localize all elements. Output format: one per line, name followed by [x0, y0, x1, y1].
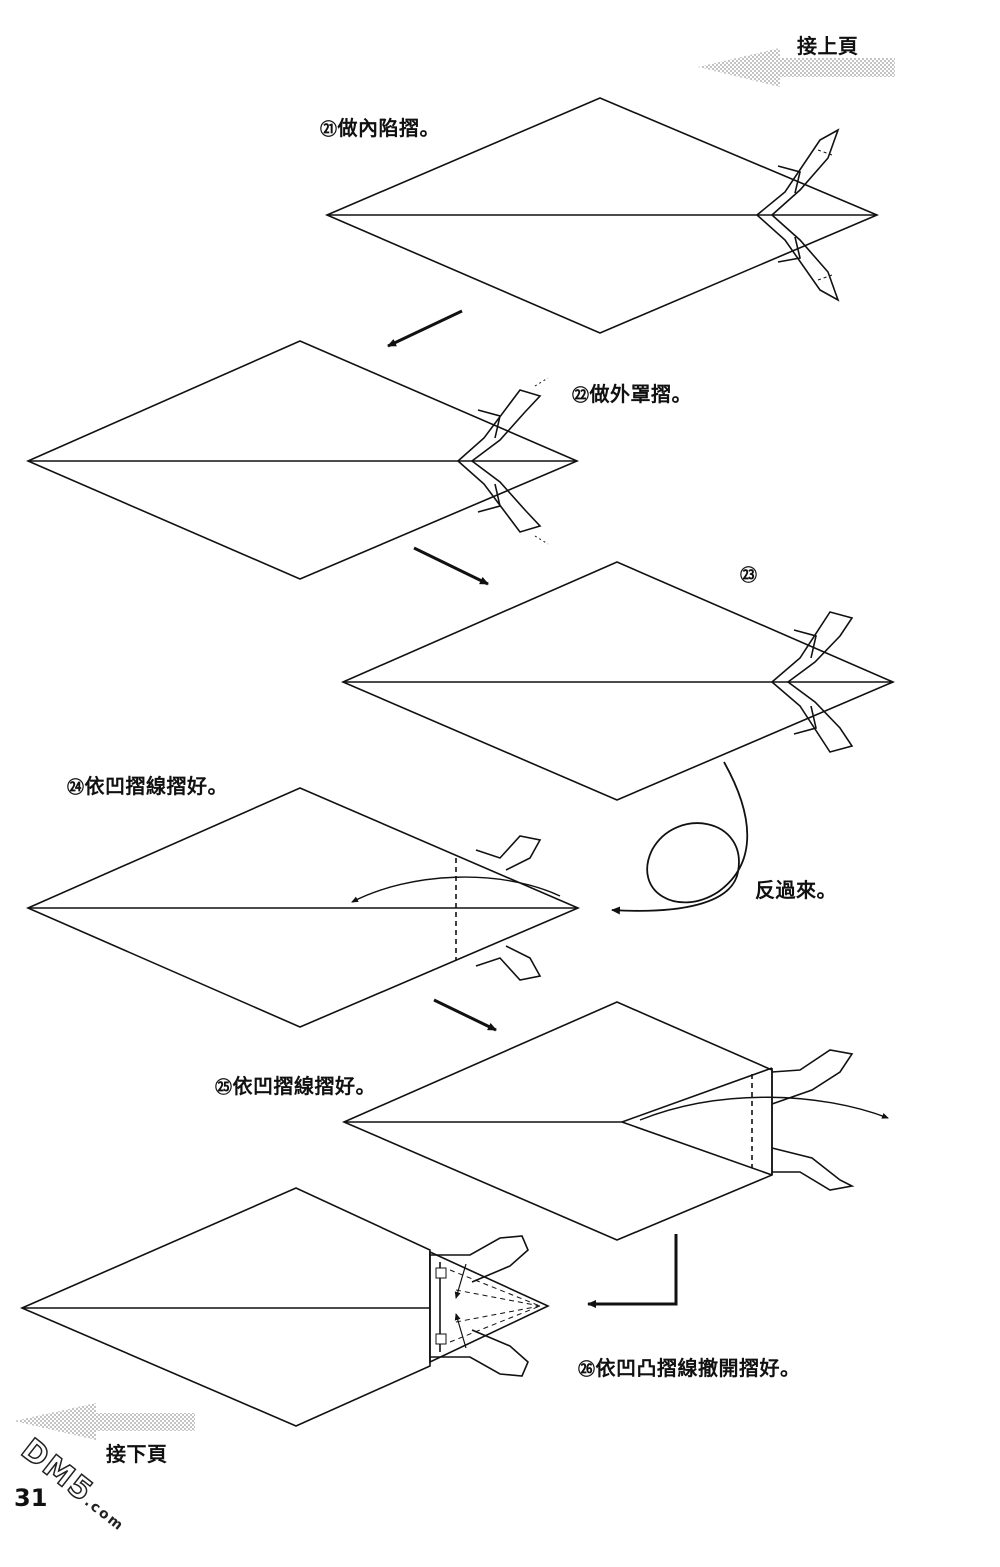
step-25-text: 依凹摺線摺好。 [232, 1074, 376, 1098]
step-26-crease-lines [449, 1269, 541, 1343]
step-21-caption: ㉑做內陷摺。 [320, 112, 440, 141]
turn-over-caption: 反過來。 [755, 878, 837, 902]
step-26-caption: ㉖依凹凸摺線撤開摺好。 [578, 1352, 801, 1381]
step-26-model [19, 1187, 550, 1427]
next-page-arrow [14, 1403, 195, 1440]
step-24-text: 依凹摺線摺好。 [84, 774, 228, 798]
step-22-number: ㉒ [572, 386, 590, 406]
step-21-model [324, 97, 880, 334]
step-25-model [341, 1001, 855, 1241]
step-24-fold-arrow [351, 876, 561, 903]
flow-arrow-3 [433, 998, 497, 1032]
next-page-label: 接下頁 [106, 1442, 168, 1466]
flow-arrow-1 [387, 309, 463, 348]
turn-over-arrow [611, 761, 749, 915]
step-23-model [340, 561, 896, 801]
step-22-model [26, 340, 580, 580]
page-number: 31 [14, 1484, 48, 1512]
step-22-text: 做外罩摺。 [589, 382, 692, 406]
step-23-caption: ㉓ [740, 561, 758, 586]
step-24-model [26, 787, 581, 1028]
step-25-number: ㉕ [215, 1078, 233, 1098]
step-21-text: 做內陷摺。 [337, 116, 440, 140]
prev-page-arrow [698, 48, 895, 87]
prev-page-label: 接上頁 [797, 34, 859, 58]
flow-arrow-2 [413, 546, 489, 586]
step-26-number: ㉖ [578, 1360, 596, 1380]
step-24-caption: ㉔依凹摺線摺好。 [67, 770, 228, 799]
step-21-sink-marks [817, 149, 833, 281]
step-21-number: ㉑ [320, 120, 338, 140]
step-26-open-arrows [454, 1263, 467, 1349]
step-25-caption: ㉕依凹摺線摺好。 [215, 1070, 376, 1099]
step-26-text: 依凹凸摺線撤開摺好。 [595, 1356, 801, 1380]
step-23-number: ㉓ [740, 566, 758, 586]
step-22-caption: ㉒做外罩摺。 [572, 378, 692, 407]
flow-arrow-4 [587, 1234, 678, 1308]
step-25-fold-arrow [639, 1096, 889, 1121]
step-24-number: ㉔ [67, 778, 85, 798]
